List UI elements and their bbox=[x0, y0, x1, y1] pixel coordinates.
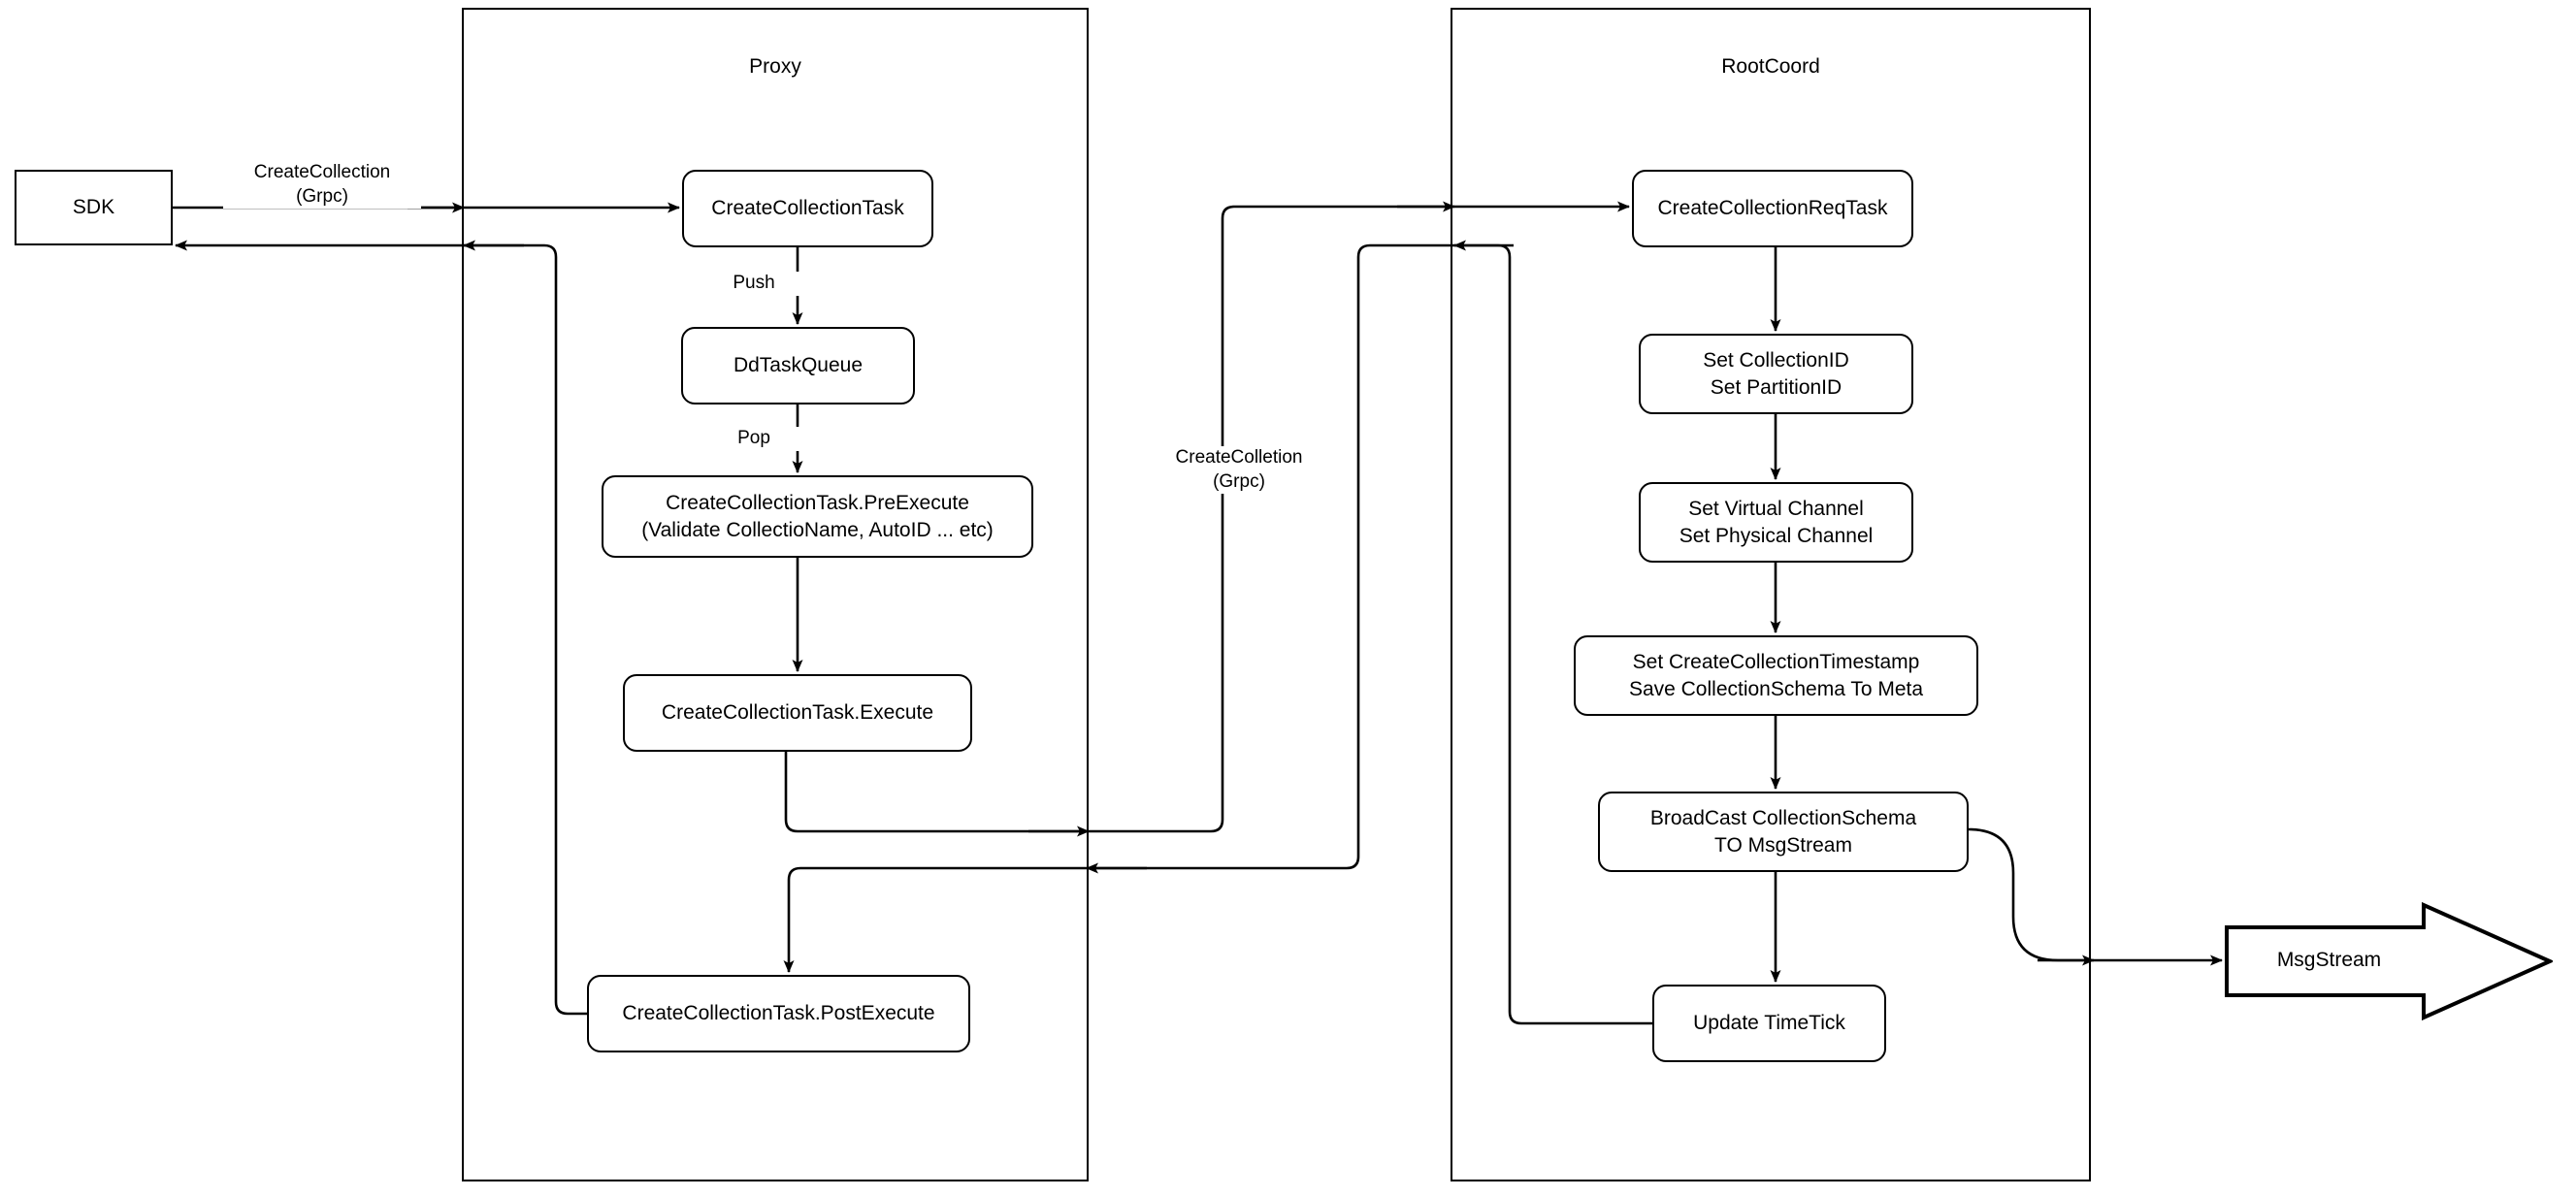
node-create-collection-req-task[interactable]: CreateCollectionReqTask bbox=[1632, 170, 1913, 247]
node-sdk[interactable]: SDK bbox=[15, 170, 173, 245]
edge-label-create-colletion-grpc: CreateColletion (Grpc) bbox=[1140, 446, 1338, 495]
node-create-collection-task[interactable]: CreateCollectionTask bbox=[682, 170, 933, 247]
node-create-collection-task-execute[interactable]: CreateCollectionTask.Execute bbox=[623, 674, 972, 752]
node-create-collection-task-pre-execute[interactable]: CreateCollectionTask.PreExecute (Validat… bbox=[602, 475, 1033, 558]
container-rootcoord-title: RootCoord bbox=[1721, 55, 1820, 78]
node-create-collection-task-post-execute[interactable]: CreateCollectionTask.PostExecute bbox=[587, 975, 970, 1052]
node-msgstream-label: MsgStream bbox=[2276, 949, 2382, 971]
node-set-virtual-physical-channel[interactable]: Set Virtual Channel Set Physical Channel bbox=[1639, 482, 1913, 563]
edge-label-pop: Pop bbox=[708, 427, 799, 451]
node-msgstream[interactable] bbox=[2225, 901, 2555, 1021]
msgstream-arrow-shape bbox=[2225, 901, 2555, 1021]
node-dd-task-queue[interactable]: DdTaskQueue bbox=[681, 327, 915, 404]
container-proxy-title: Proxy bbox=[749, 55, 801, 78]
node-set-collection-id-partition-id[interactable]: Set CollectionID Set PartitionID bbox=[1639, 334, 1913, 414]
edge-label-push: Push bbox=[708, 272, 799, 296]
node-set-timestamp-save-schema[interactable]: Set CreateCollectionTimestamp Save Colle… bbox=[1574, 635, 1978, 716]
node-update-timetick[interactable]: Update TimeTick bbox=[1652, 985, 1886, 1062]
edge-label-create-collection-grpc: CreateCollection (Grpc) bbox=[223, 161, 421, 210]
node-broadcast-collection-schema[interactable]: BroadCast CollectionSchema TO MsgStream bbox=[1598, 792, 1969, 872]
